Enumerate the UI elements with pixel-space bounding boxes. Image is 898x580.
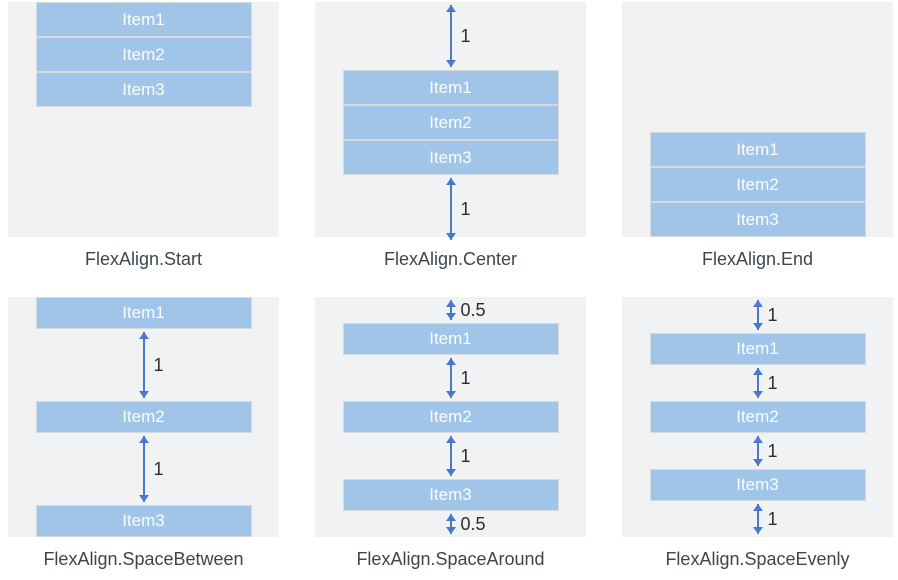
flex-item: Item2 xyxy=(342,105,559,140)
gap-spacer: 1 xyxy=(315,355,586,401)
gap-ratio-label: 0.5 xyxy=(460,514,486,534)
flex-item: Item3 xyxy=(35,72,252,107)
gap-ratio-label: 1 xyxy=(460,446,471,466)
flex-item: Item3 xyxy=(649,202,866,237)
flex-container-spaceevenly: 1 Item1 1 Item2 1 Item3 1 xyxy=(622,297,893,537)
gap-ratio-label: 0.5 xyxy=(460,300,486,320)
gap-ratio-label: 1 xyxy=(460,199,471,219)
gap-ratio-label: 1 xyxy=(153,459,164,479)
vertical-double-arrow-icon xyxy=(756,300,759,330)
empty-space xyxy=(622,2,893,132)
gap-ratio-label: 1 xyxy=(460,368,471,388)
panel-caption: FlexAlign.SpaceBetween xyxy=(43,549,244,569)
gap-ratio-label: 1 xyxy=(460,26,471,46)
gap-spacer: 0.5 xyxy=(315,511,586,537)
panel-caption: FlexAlign.Center xyxy=(383,249,518,269)
flex-item: Item1 xyxy=(342,323,559,355)
flex-item: Item1 xyxy=(35,297,252,329)
item-stack: Item1 Item2 Item3 xyxy=(342,70,559,175)
flex-item: Item3 xyxy=(649,469,866,501)
gap-spacer: 1 xyxy=(622,433,893,469)
gap-spacer: 1 xyxy=(8,329,279,401)
panel-flexalign-spacearound: 0.5 Item1 1 Item2 1 Item3 0.5 FlexAlign.… xyxy=(315,297,586,570)
vertical-double-arrow-icon xyxy=(756,504,759,534)
vertical-double-arrow-icon xyxy=(756,368,759,398)
vertical-double-arrow-icon xyxy=(756,436,759,466)
gap-spacer: 1 xyxy=(315,2,586,70)
gap-ratio-label: 1 xyxy=(767,441,778,461)
gap-spacer: 1 xyxy=(622,365,893,401)
gap-spacer: 0.5 xyxy=(315,297,586,323)
flex-item: Item3 xyxy=(342,140,559,175)
vertical-double-arrow-icon xyxy=(449,300,452,320)
panel-flexalign-end: Item1 Item2 Item3 FlexAlign.End xyxy=(622,2,893,270)
gap-ratio-label: 1 xyxy=(767,305,778,325)
gap-ratio-label: 1 xyxy=(153,355,164,375)
vertical-double-arrow-icon xyxy=(142,436,145,502)
gap-ratio-label: 1 xyxy=(767,373,778,393)
gap-spacer: 1 xyxy=(315,433,586,479)
flex-item: Item2 xyxy=(35,37,252,72)
panel-caption: FlexAlign.End xyxy=(701,249,814,269)
gap-spacer: 1 xyxy=(622,297,893,333)
gap-spacer: 1 xyxy=(622,501,893,537)
vertical-double-arrow-icon xyxy=(142,332,145,398)
flex-item: Item2 xyxy=(649,401,866,433)
vertical-double-arrow-icon xyxy=(449,5,452,67)
panel-flexalign-start: Item1 Item2 Item3 FlexAlign.Start xyxy=(8,2,279,270)
flex-item: Item1 xyxy=(649,132,866,167)
flex-item: Item3 xyxy=(35,505,252,537)
item-stack: Item1 Item2 Item3 xyxy=(35,2,252,107)
panel-caption: FlexAlign.SpaceEvenly xyxy=(665,549,850,569)
flex-item: Item1 xyxy=(342,70,559,105)
panel-flexalign-spaceevenly: 1 Item1 1 Item2 1 Item3 1 FlexAlign.Spac… xyxy=(622,297,893,570)
flex-container-start: Item1 Item2 Item3 xyxy=(8,2,279,237)
vertical-double-arrow-icon xyxy=(449,436,452,476)
gap-ratio-label: 1 xyxy=(767,509,778,529)
flex-container-spacearound: 0.5 Item1 1 Item2 1 Item3 0.5 xyxy=(315,297,586,537)
flex-item: Item2 xyxy=(649,167,866,202)
vertical-double-arrow-icon xyxy=(449,358,452,398)
item-stack: Item1 Item2 Item3 xyxy=(649,132,866,237)
panel-flexalign-spacebetween: Item1 1 Item2 1 Item3 FlexAlign.SpaceBet… xyxy=(8,297,279,570)
gap-spacer: 1 xyxy=(315,175,586,243)
flex-item: Item1 xyxy=(649,333,866,365)
flex-container-spacebetween: Item1 1 Item2 1 Item3 xyxy=(8,297,279,537)
gap-spacer: 1 xyxy=(8,433,279,505)
flex-item: Item2 xyxy=(35,401,252,433)
flex-item: Item2 xyxy=(342,401,559,433)
flex-container-center: 1 Item1 Item2 Item3 1 xyxy=(315,2,586,240)
vertical-double-arrow-icon xyxy=(449,178,452,240)
vertical-double-arrow-icon xyxy=(449,514,452,534)
panel-caption: FlexAlign.Start xyxy=(84,249,203,269)
flex-item: Item3 xyxy=(342,479,559,511)
panel-caption: FlexAlign.SpaceAround xyxy=(356,549,545,569)
flex-container-end: Item1 Item2 Item3 xyxy=(622,2,893,237)
panel-flexalign-center: 1 Item1 Item2 Item3 1 FlexAlign.Center xyxy=(315,2,586,270)
flex-item: Item1 xyxy=(35,2,252,37)
empty-space xyxy=(8,107,279,237)
